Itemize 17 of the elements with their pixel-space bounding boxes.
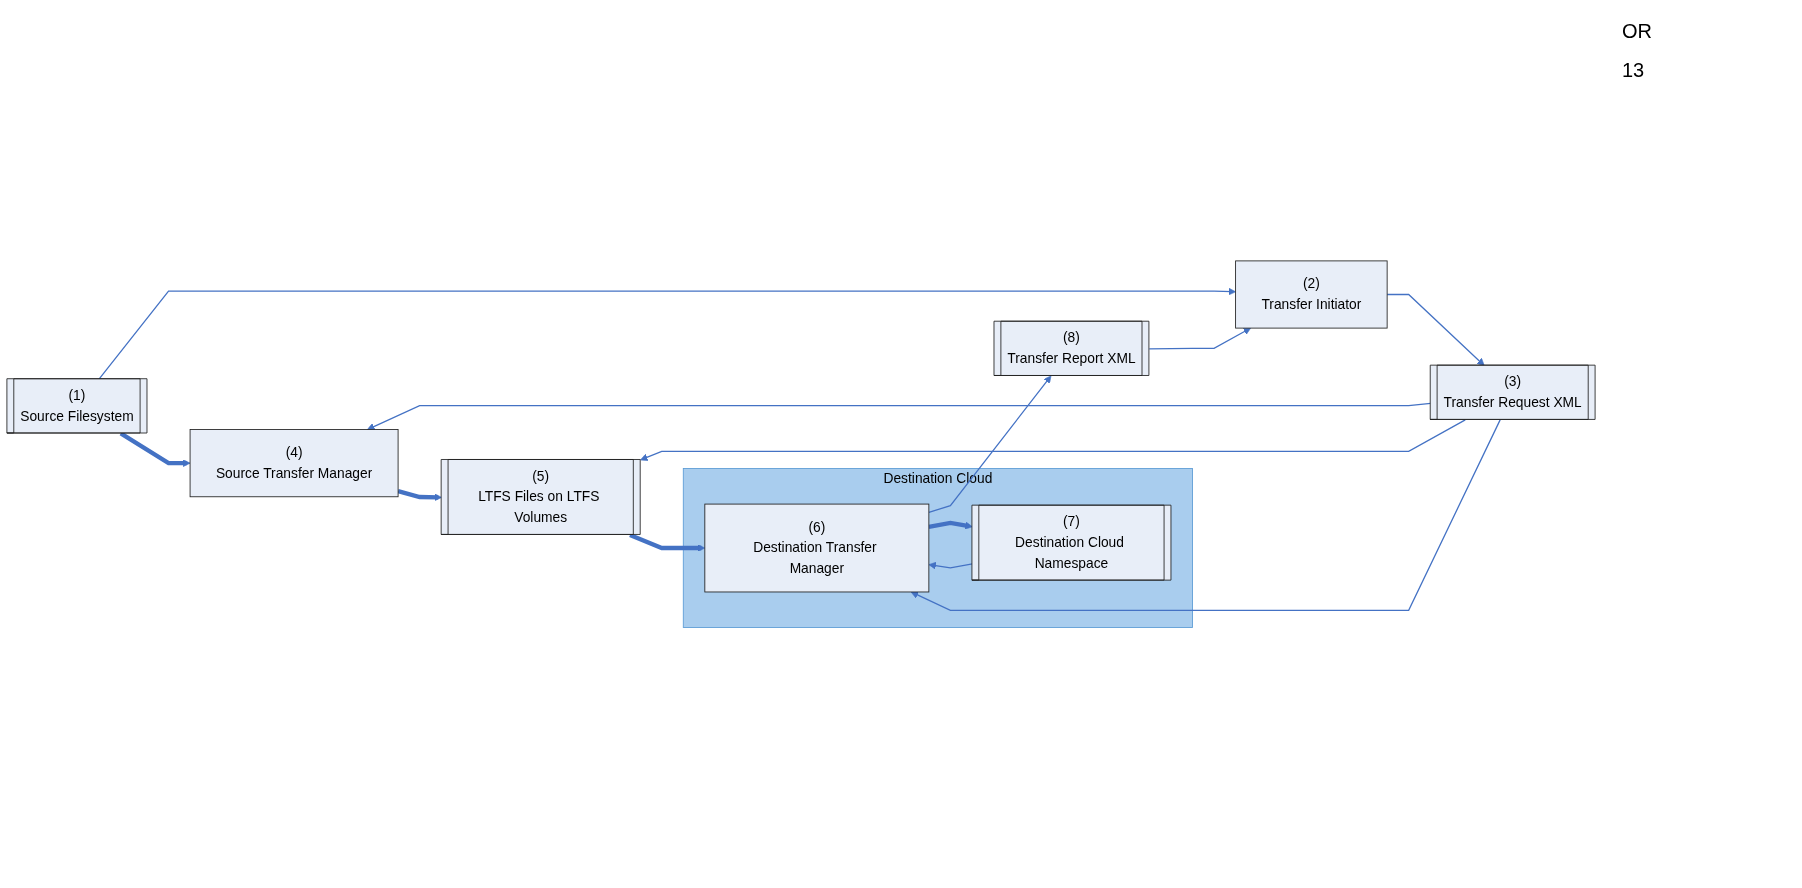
node-box: (2) Transfer Initiator (1235, 260, 1388, 329)
note-label: OR (1622, 20, 1653, 43)
node-box: (6) Destination Transfer Manager (704, 503, 930, 593)
arrow (1386, 293, 1485, 366)
note-label: 13 (1622, 59, 1646, 82)
arrow (1148, 327, 1251, 350)
node-box: (4) Source Transfer Manager (189, 428, 399, 497)
arrow (928, 520, 973, 530)
arrow (629, 532, 706, 552)
arrow (367, 402, 1432, 430)
arrow (640, 419, 1466, 461)
arrow (910, 419, 1501, 611)
arrow (928, 375, 1052, 513)
arrow (928, 561, 973, 570)
arrow (397, 488, 442, 501)
arrow (98, 287, 1236, 380)
arrow (119, 431, 191, 467)
